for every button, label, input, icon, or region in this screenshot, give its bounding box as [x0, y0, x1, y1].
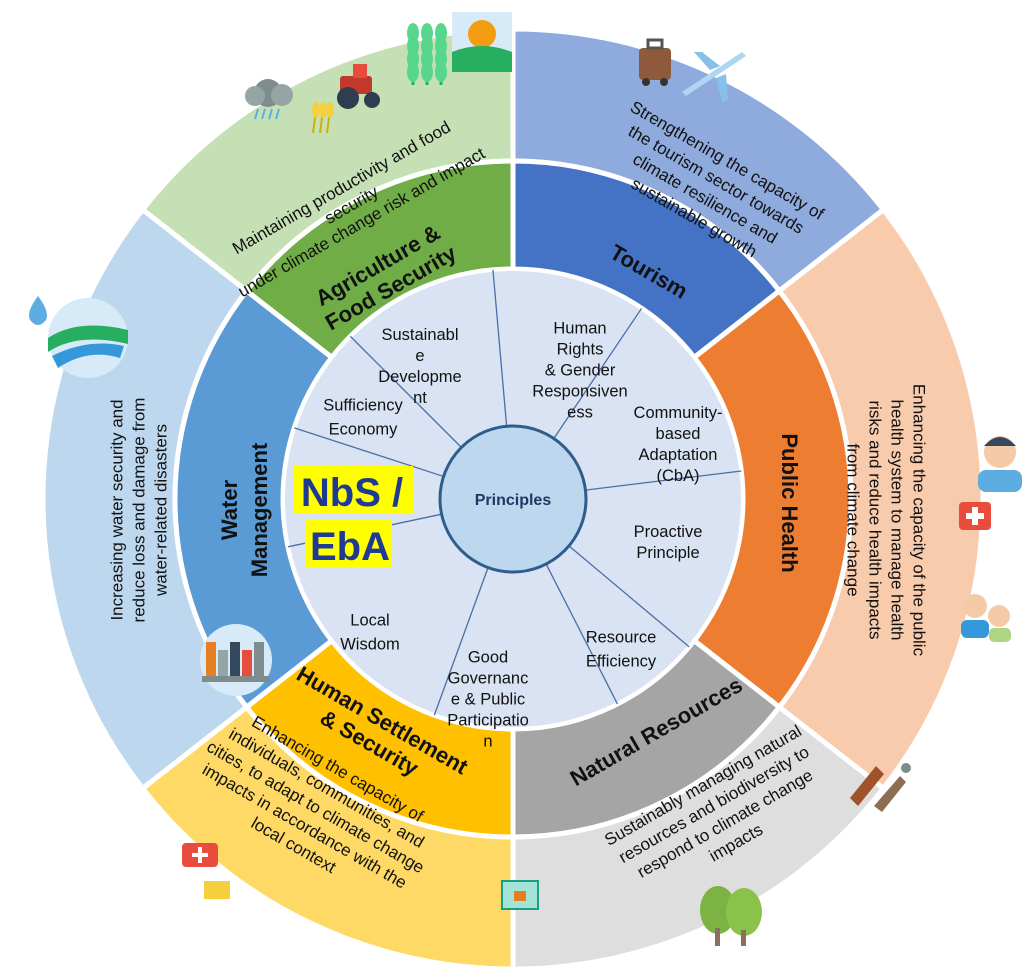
principle-label-line: Sustainabl	[381, 326, 458, 344]
cloud-rain-icon	[245, 79, 293, 120]
principle-label-line: Sufficiency	[323, 396, 403, 414]
principle-divider	[585, 470, 742, 491]
outer-text-public-health-line: risks and reduce health impacts	[866, 400, 885, 639]
principle-label-line: nt	[413, 389, 427, 407]
outer-text-water-management-line: reduce loss and damage from	[129, 398, 148, 623]
principle-label-line: Resource	[586, 628, 657, 646]
river-icon	[48, 298, 128, 378]
principle-label-line: Efficiency	[586, 652, 657, 670]
deforestation-icon	[850, 763, 911, 812]
principle-label-line: Adaptation	[639, 446, 718, 464]
principle-label-line: n	[483, 732, 492, 750]
principle-divider	[349, 335, 462, 448]
patient-care-icon	[961, 594, 1011, 642]
outer-text-public-health-line: from climate change	[844, 443, 863, 596]
principle-label-line: Developme	[378, 368, 461, 386]
tractor-icon	[337, 64, 380, 109]
principle-label-line: ess	[567, 403, 593, 421]
principle-label-line: based	[656, 425, 701, 443]
badge-line-2: EbA	[310, 525, 390, 569]
principle-label-line: Principle	[636, 544, 699, 562]
center-circle	[438, 424, 588, 574]
principle-divider	[492, 269, 508, 427]
principle-label-line: Community-	[634, 404, 723, 422]
principle-label-line: Good	[468, 648, 508, 666]
airplane-icon	[682, 52, 746, 102]
center-hub: Principles	[438, 424, 588, 574]
principle-label-line: Rights	[557, 340, 604, 358]
tree-icon	[700, 886, 762, 946]
map-planning-icon	[501, 880, 539, 910]
badge-highlight-top	[294, 466, 413, 514]
principle-label-line: Local	[350, 611, 389, 629]
center-label: Principles	[475, 492, 552, 509]
wheat-icon	[312, 102, 334, 134]
principle-label-line: e & Public	[451, 690, 525, 708]
principle-label-line: (CbA)	[656, 467, 699, 485]
outer-text-public-health: Enhancing the capacity of the publicheal…	[844, 384, 929, 657]
principle-label-line: Economy	[329, 420, 399, 438]
principle-label-line: Wisdom	[340, 635, 400, 653]
sector-ring	[172, 158, 854, 840]
principle-label-line: & Gender	[545, 361, 616, 379]
city-icon	[200, 624, 272, 696]
sector-icons	[29, 12, 1022, 946]
principle-label-line: Human	[553, 319, 606, 337]
principle-divider	[568, 545, 690, 648]
first-aid-kit-icon	[959, 502, 991, 530]
principle-divider	[294, 427, 444, 478]
doctor-icon	[978, 436, 1022, 492]
principle-label-line: Responsiven	[532, 382, 627, 400]
principle-label-line: Participatio	[447, 711, 529, 729]
principle-label-line: Proactive	[634, 523, 703, 541]
principle-label-line: Governanc	[448, 669, 529, 687]
water-drop-icon	[29, 296, 47, 325]
principle-divider	[433, 567, 489, 716]
badge-highlight-bottom	[305, 519, 392, 567]
outer-text-water-management-line: Increasing water security and	[107, 399, 126, 620]
plant-icon	[407, 23, 447, 85]
principle-label-line: e	[415, 347, 424, 365]
principle-divider	[553, 307, 643, 439]
outer-text-public-health-line: health system to manage health	[888, 400, 907, 641]
sector-title-public-health: Public Health	[777, 433, 802, 572]
sun-field-icon	[452, 12, 512, 72]
nbs-eba-badge: NbS / EbA	[294, 466, 413, 569]
luggage-icon	[639, 38, 671, 86]
badge-line-1: NbS /	[301, 471, 403, 515]
principle-divider	[545, 563, 618, 705]
sector-title-water-management-line: Water	[217, 479, 242, 540]
sector-title-public-health-line: Public Health	[777, 433, 802, 572]
emergency-icon	[182, 843, 230, 899]
outer-text-water-management-line: water-related disasters	[151, 424, 170, 597]
outer-text-public-health-line: Enhancing the capacity of the public	[910, 384, 929, 657]
sector-title-water-management-line: Management	[247, 442, 272, 577]
